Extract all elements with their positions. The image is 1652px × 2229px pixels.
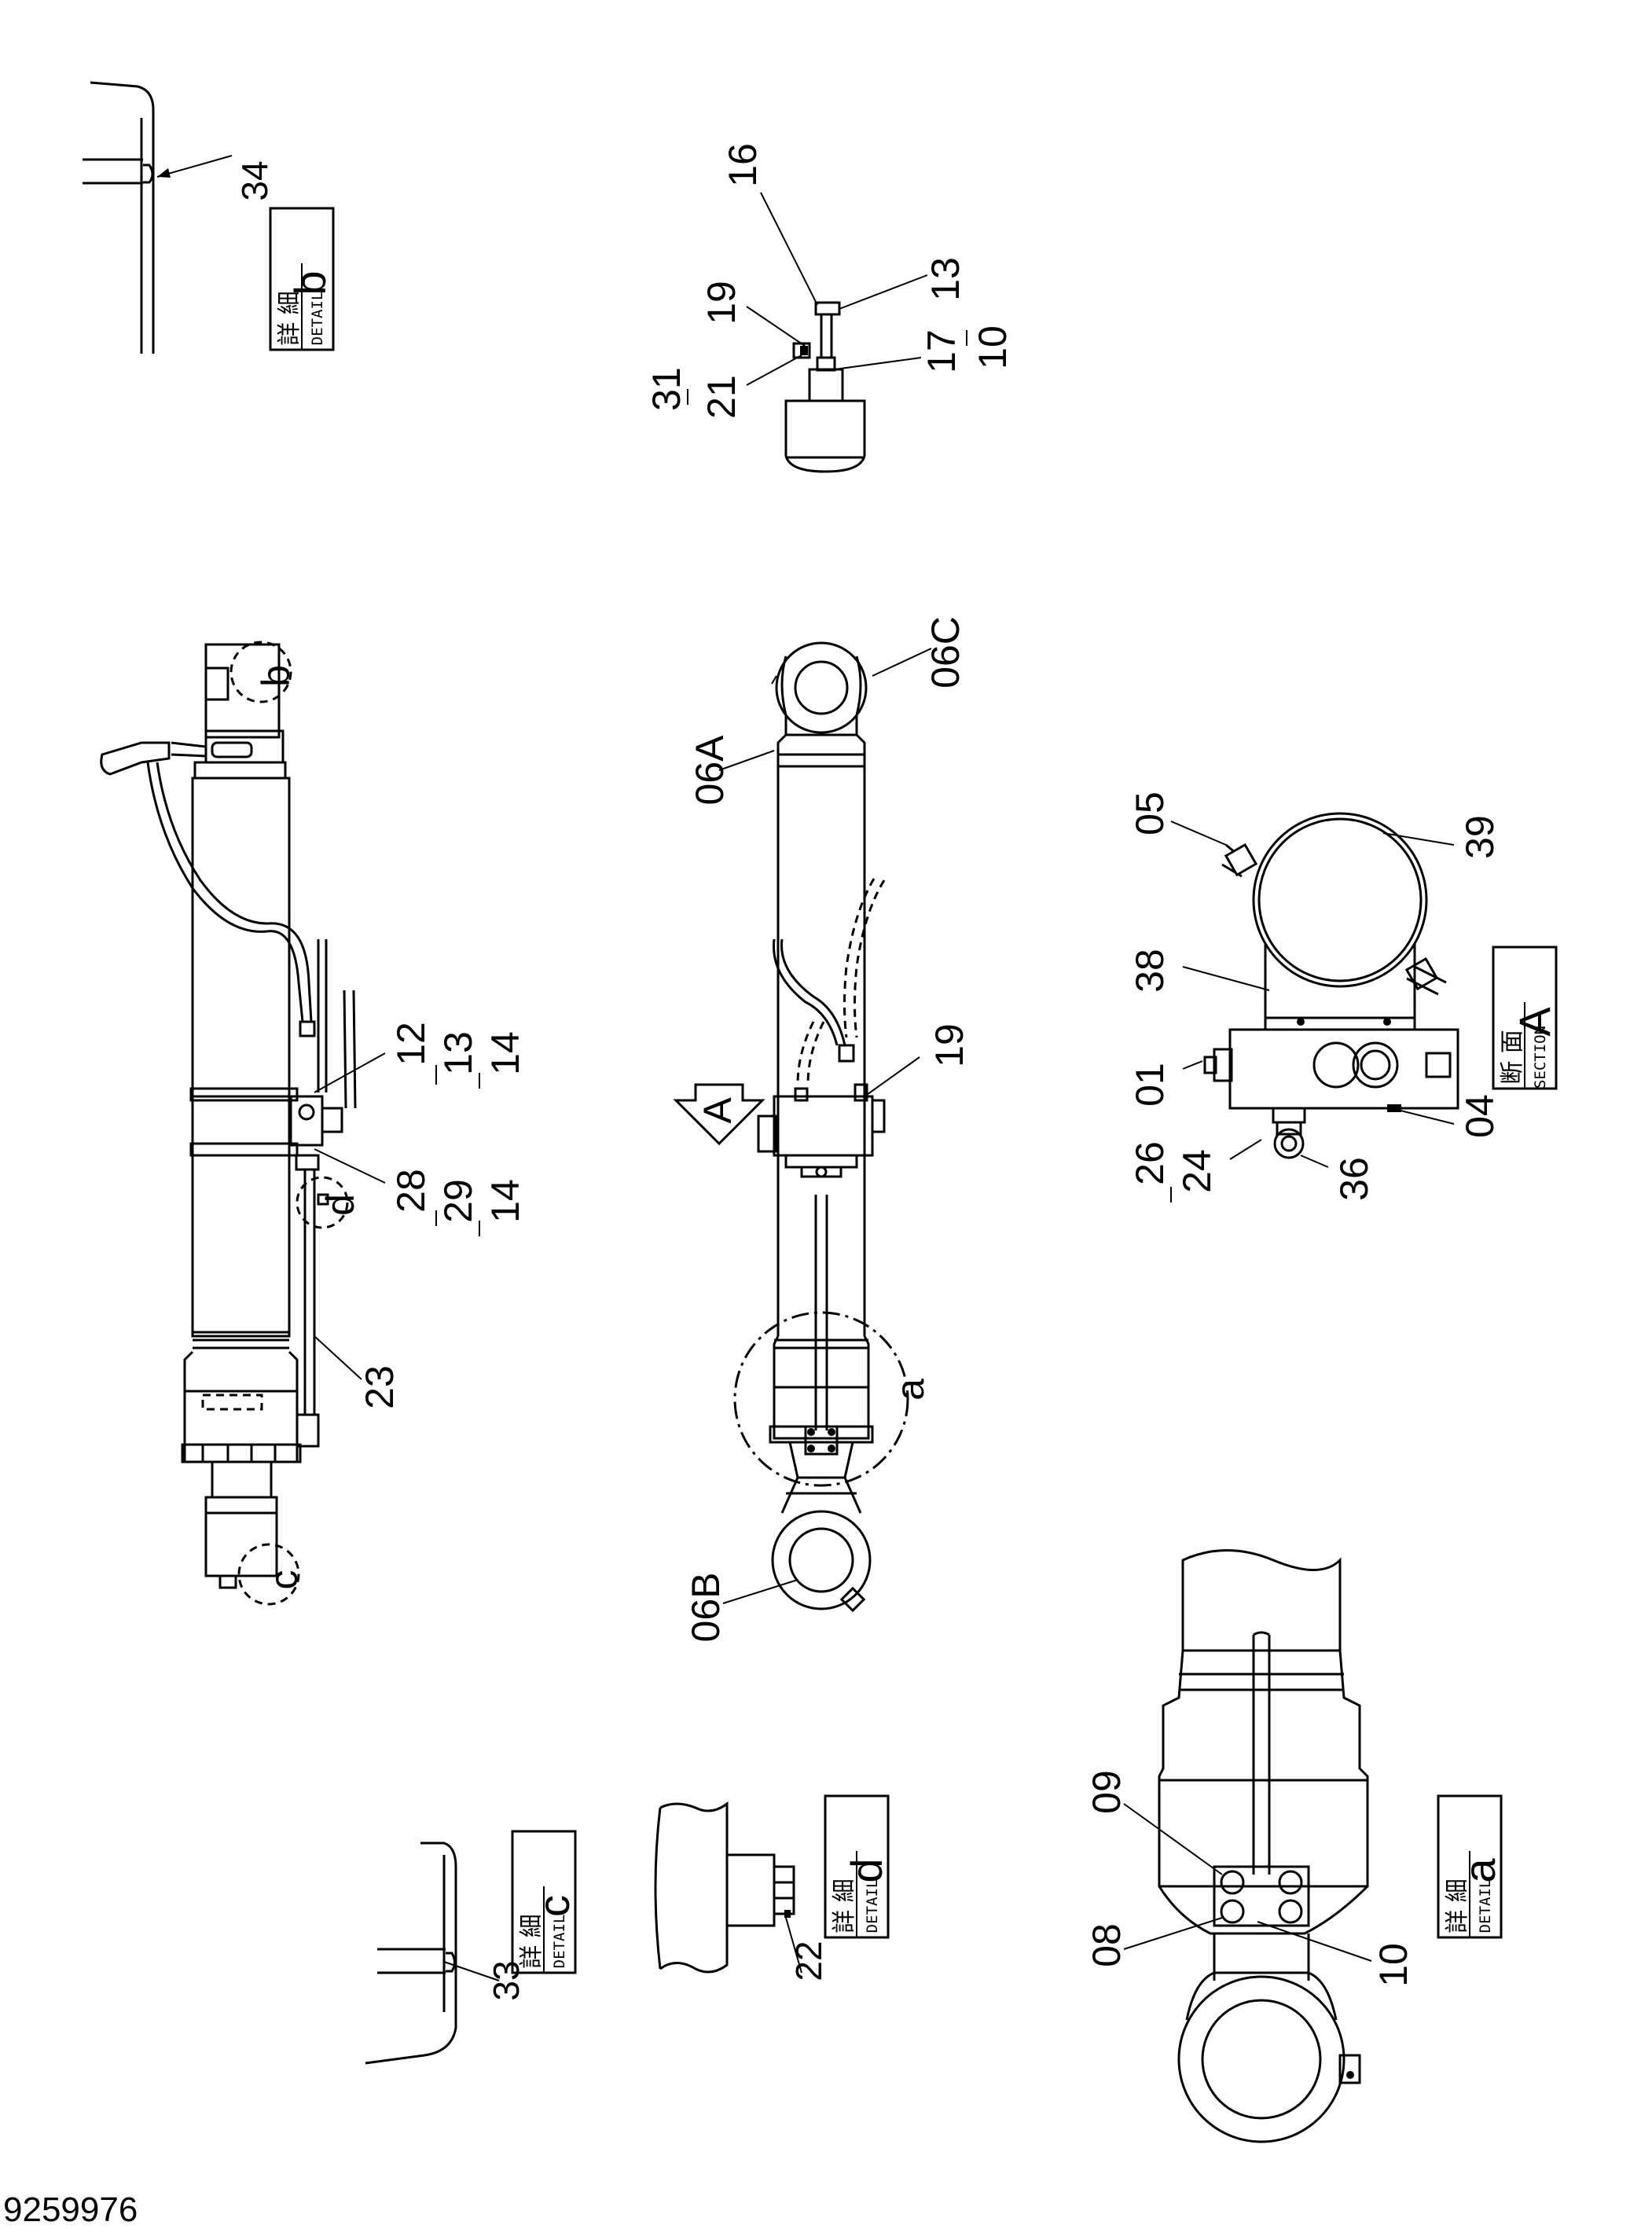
view-arrow-A: A <box>673 1083 765 1146</box>
circle-label-c: c <box>262 1570 306 1590</box>
svg-text:詳 細: 詳 細 <box>831 1878 858 1933</box>
svg-text:DETAIL: DETAIL <box>1477 1879 1494 1933</box>
callout-06A: 06A <box>688 735 732 806</box>
callout-28: 28 <box>389 1169 433 1213</box>
callout-21: 21 <box>699 375 743 419</box>
section-A-view: 05 39 38 01 04 26 24 36 <box>1128 791 1502 1203</box>
callout-10-top: 10 <box>971 325 1015 369</box>
detail-box-b: b 詳 細 DETAIL <box>269 207 335 351</box>
callout-13-left: 13 <box>436 1031 480 1075</box>
callout-14-a: 14 <box>483 1031 527 1075</box>
detail-box-d: d 詳 細 DETAIL <box>824 1794 891 1939</box>
drawing-number: 9259976 <box>3 2190 138 2229</box>
callout-31: 31 <box>644 367 688 411</box>
svg-text:DETAIL: DETAIL <box>309 292 326 346</box>
svg-text:a: a <box>1455 1858 1504 1883</box>
detail-b-view: 34 <box>83 81 275 354</box>
callout-16: 16 <box>721 143 765 187</box>
callout-04: 04 <box>1458 1094 1502 1138</box>
center-cylinder-view: 06C 06A 19 A <box>673 616 971 1643</box>
section-box-A: A 断 面 SECTION <box>1492 946 1559 1090</box>
callout-01: 01 <box>1128 1063 1172 1107</box>
callout-06C: 06C <box>923 616 967 689</box>
svg-text:詳 細: 詳 細 <box>518 1914 545 1969</box>
svg-text:DETAIL: DETAIL <box>864 1879 881 1933</box>
callout-22: 22 <box>788 1941 829 1981</box>
callout-34: 34 <box>234 160 275 200</box>
callout-06B: 06B <box>684 1573 728 1643</box>
grease-fitting-view: 16 13 19 17 10 31 21 <box>644 143 1015 473</box>
svg-text:断 面: 断 面 <box>1499 1030 1526 1085</box>
callout-10-bottom: 10 <box>1371 1943 1415 1987</box>
callout-09: 09 <box>1085 1770 1129 1814</box>
callout-08: 08 <box>1085 1923 1129 1967</box>
callout-36: 36 <box>1332 1157 1376 1201</box>
svg-text:詳 細: 詳 細 <box>276 291 303 346</box>
callout-23: 23 <box>358 1365 402 1409</box>
callout-38: 38 <box>1128 949 1172 993</box>
svg-text:A: A <box>1510 1007 1559 1037</box>
callout-17: 17 <box>920 329 964 373</box>
callout-12: 12 <box>389 1022 433 1066</box>
callout-29: 29 <box>436 1179 480 1223</box>
circle-label-b: b <box>254 665 298 687</box>
view-arrow-label: A <box>696 1097 740 1124</box>
svg-text:詳 細: 詳 細 <box>1444 1878 1471 1933</box>
circle-label-a: a <box>888 1379 932 1401</box>
detail-c-view: 33 <box>365 1842 527 2065</box>
svg-text:b: b <box>285 270 335 295</box>
callout-19-mid: 19 <box>927 1023 971 1067</box>
callout-05: 05 <box>1128 791 1172 835</box>
callout-24: 24 <box>1175 1149 1219 1193</box>
callout-13-top: 13 <box>923 257 967 301</box>
detail-box-a: a 詳 細 DETAIL <box>1437 1794 1504 1939</box>
callout-39: 39 <box>1458 815 1502 859</box>
callout-26: 26 <box>1128 1141 1172 1185</box>
left-cylinder-view: b c d <box>100 641 527 1606</box>
svg-text:d: d <box>842 1858 891 1882</box>
callout-19-top: 19 <box>699 281 743 325</box>
circle-label-d: d <box>318 1194 362 1216</box>
detail-box-c: c 詳 細 DETAIL <box>511 1830 578 1974</box>
svg-text:DETAIL: DETAIL <box>551 1915 568 1969</box>
detail-a-view: 09 08 10 <box>1085 1549 1415 2143</box>
svg-text:c: c <box>529 1895 578 1917</box>
callout-33: 33 <box>486 1960 527 2000</box>
detail-d-view: 22 <box>654 1801 829 1981</box>
callout-14-b: 14 <box>483 1179 527 1223</box>
svg-text:SECTION: SECTION <box>1532 1026 1549 1089</box>
